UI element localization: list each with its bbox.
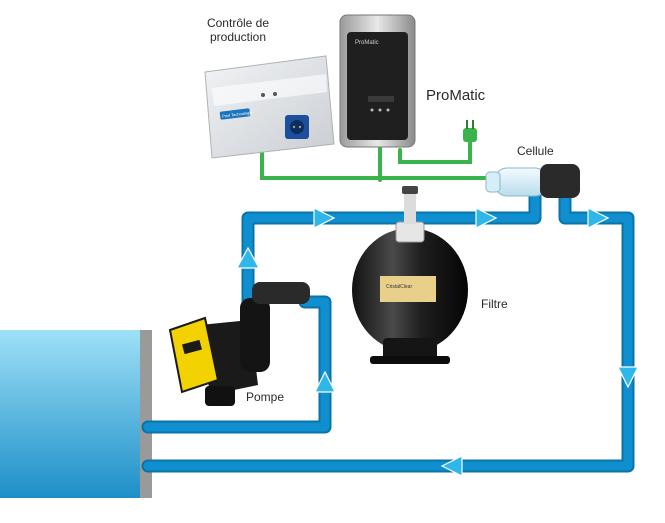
production-controller: Pool Technologie xyxy=(204,55,335,159)
pump xyxy=(168,282,310,406)
filter-label-text: CristalClear xyxy=(386,284,412,290)
green-cables xyxy=(260,138,507,182)
label-cellule: Cellule xyxy=(517,144,554,158)
arrow-right-filter xyxy=(475,207,498,229)
label-controle-line1: Contrôle de xyxy=(207,16,269,30)
sand-filter: CristalClear xyxy=(352,186,468,364)
labels: Contrôle de production ProMatic Cellule … xyxy=(207,16,554,404)
label-pompe: Pompe xyxy=(246,390,284,404)
label-filtre: Filtre xyxy=(481,297,508,311)
blue-pipes xyxy=(141,185,635,473)
pool-water xyxy=(0,330,148,498)
arrow-up-pump xyxy=(314,370,336,393)
cable-power xyxy=(398,138,472,164)
electrolysis-cell xyxy=(485,164,580,198)
arrow-right-top xyxy=(313,207,336,229)
flow-arrows xyxy=(235,207,639,477)
pump-motor-cover xyxy=(168,316,220,394)
arrow-right-return xyxy=(587,207,610,229)
filter-valve xyxy=(395,221,425,243)
arrow-up-left xyxy=(235,246,261,269)
arrow-left-bottom xyxy=(440,455,463,477)
arrow-down-right xyxy=(617,366,639,389)
label-controle-line2: production xyxy=(210,30,266,44)
promatic-unit: ProMatic xyxy=(339,14,416,148)
label-promatic: ProMatic xyxy=(426,87,486,104)
pool xyxy=(0,330,152,498)
controller-logo xyxy=(219,108,251,120)
cable-controller xyxy=(260,148,507,180)
filter-label xyxy=(380,276,436,302)
power-plug xyxy=(463,120,477,142)
controller-brand-text: Pool Technologie xyxy=(222,110,254,119)
promatic-logo-text: ProMatic xyxy=(355,40,379,46)
pool-wall xyxy=(140,330,152,498)
